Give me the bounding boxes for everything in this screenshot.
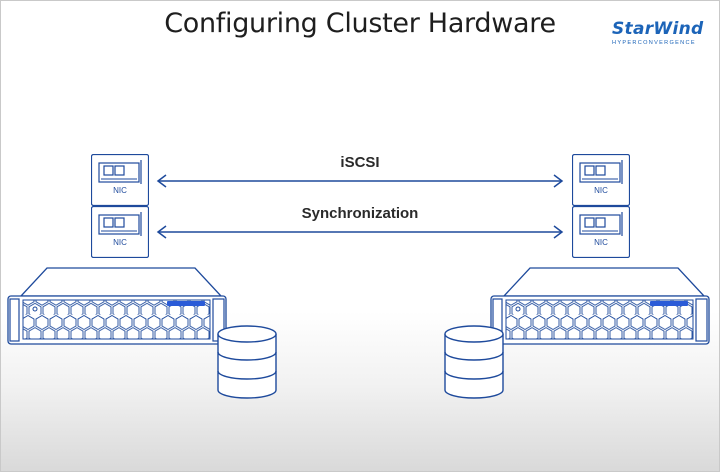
server-right-icon xyxy=(490,267,710,345)
nic-card-left-1: NIC xyxy=(90,153,150,207)
synchronization-label: Synchronization xyxy=(301,205,419,222)
storage-left-icon xyxy=(217,325,277,399)
storage-right-icon xyxy=(444,325,504,399)
nic-icon xyxy=(90,153,150,207)
link-arrows xyxy=(156,174,564,239)
nic-icon xyxy=(90,205,150,259)
slide-title: Configuring Cluster Hardware xyxy=(164,8,556,39)
nic-card-left-2: NIC xyxy=(90,205,150,259)
logo-name: StarWind xyxy=(612,19,704,39)
server-left-icon xyxy=(7,267,227,345)
nic-card-right-2: NIC xyxy=(571,205,631,259)
nic-label: NIC xyxy=(594,186,608,195)
nic-card-right-1: NIC xyxy=(571,153,631,207)
nic-icon xyxy=(571,153,631,207)
iscsi-label: iSCSI xyxy=(340,154,380,171)
nic-icon xyxy=(571,205,631,259)
nic-label: NIC xyxy=(594,238,608,247)
starwind-logo: StarWind HYPERCONVERGENCE xyxy=(612,19,712,46)
nic-label: NIC xyxy=(113,238,127,247)
logo-tagline: HYPERCONVERGENCE xyxy=(612,40,696,46)
nic-label: NIC xyxy=(113,186,127,195)
